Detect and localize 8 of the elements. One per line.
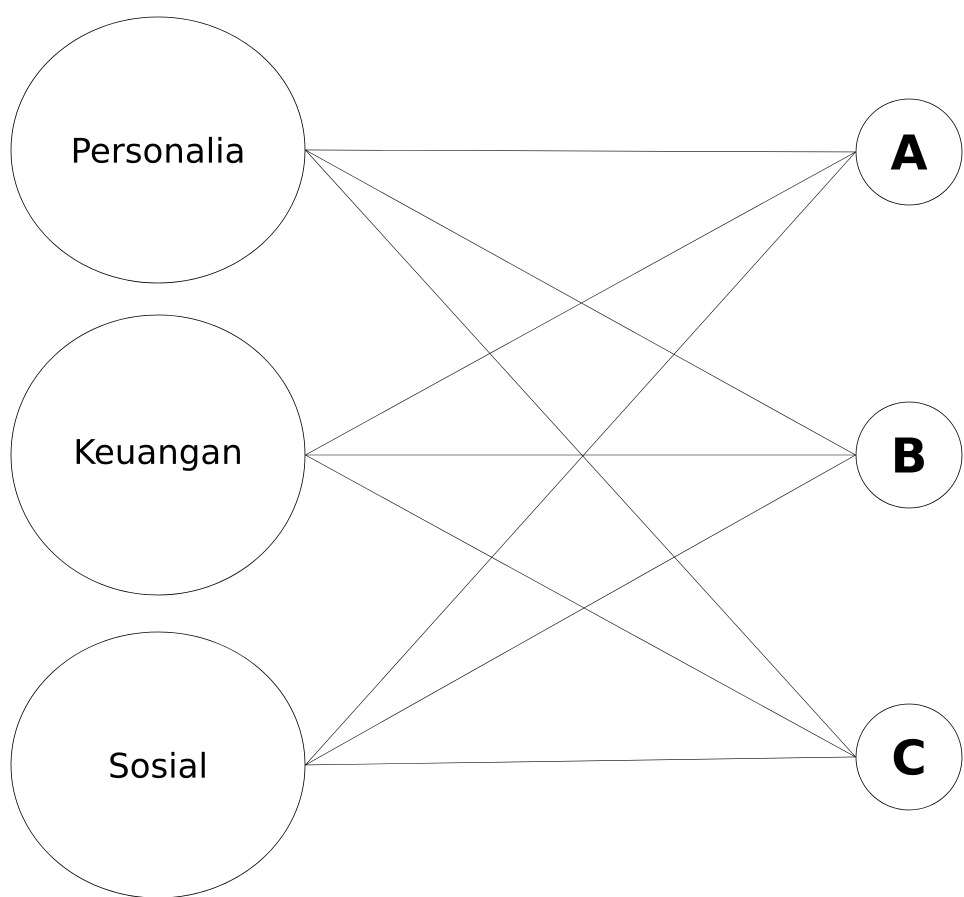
- ellipse-node: Personalia: [10, 16, 306, 284]
- circle-node: A: [856, 98, 962, 206]
- ellipse-node: Keuangan: [10, 314, 306, 596]
- connector-line: [305, 150, 856, 152]
- circle-node: B: [856, 402, 962, 508]
- connector-line: [305, 454, 856, 456]
- circle-node: C: [856, 704, 962, 810]
- connector-line: [305, 756, 856, 766]
